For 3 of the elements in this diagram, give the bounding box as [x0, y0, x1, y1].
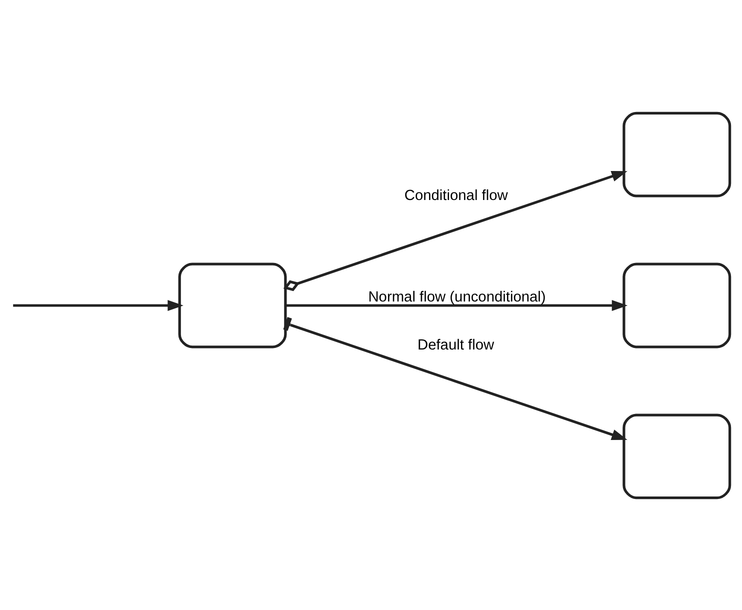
edge-label: Normal flow (unconditional) [368, 289, 546, 306]
edge-label: Conditional flow [404, 187, 508, 204]
edge-label: Default flow [417, 337, 494, 354]
